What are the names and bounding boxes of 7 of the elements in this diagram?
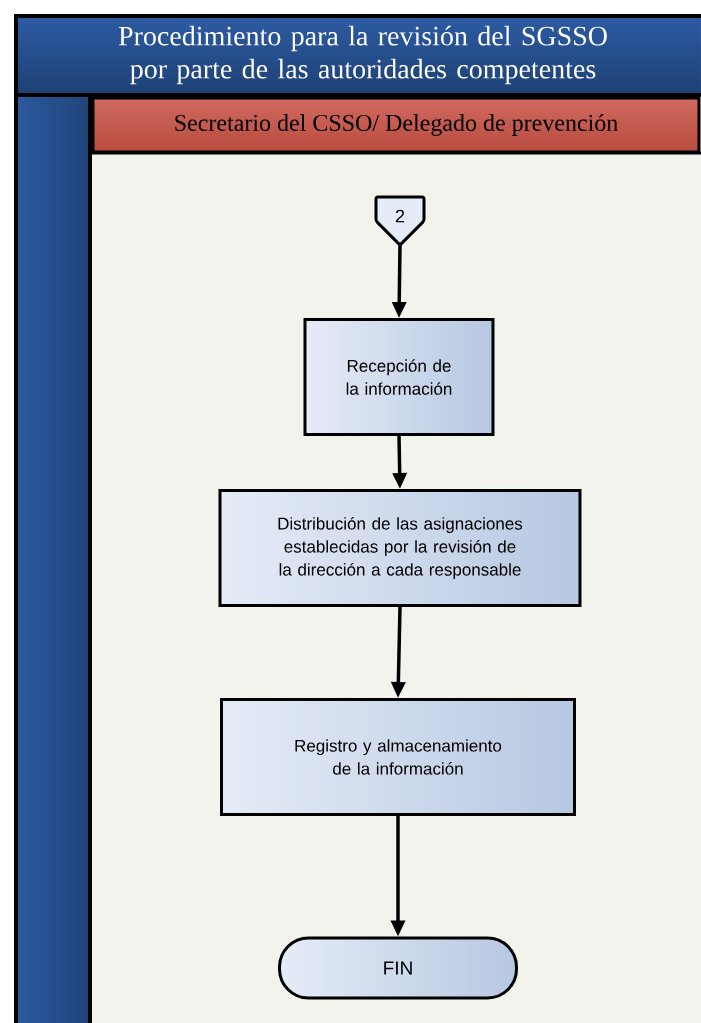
off-page-connector: 2 — [374, 195, 426, 246]
lane-header: Secretario del CSSO/ Delegado de prevención — [91, 96, 701, 154]
title-bar: Procedimiento para la revisión del SGSSO por parte de las autoridades competentes — [14, 14, 701, 97]
terminal: FIN — [278, 936, 518, 1000]
process-box: Registro y almacenamiento de la información — [220, 698, 576, 816]
process-box: Recepción de la información — [303, 318, 495, 436]
process-box: Distribución de las asignaciones establecidas por la revisión de la dirección a cada responsable — [218, 489, 582, 607]
